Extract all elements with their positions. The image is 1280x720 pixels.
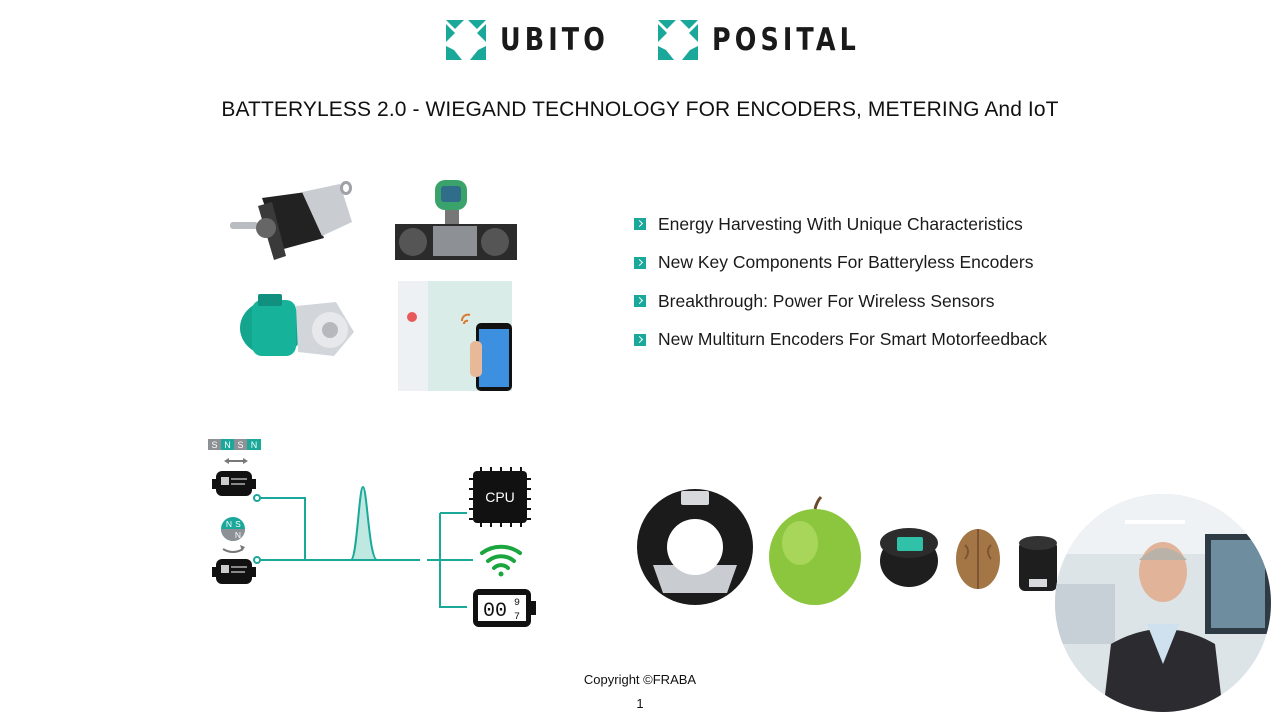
rotation-arrowhead-icon: [240, 545, 245, 551]
magnet-pole-label: N: [224, 440, 231, 450]
list-item: Energy Harvesting With Unique Characteri…: [634, 205, 1047, 244]
magnet-strip: S N S N: [208, 439, 261, 450]
list-item: New Key Components For Batteryless Encod…: [634, 244, 1047, 283]
mini-encoder-image: [1019, 536, 1057, 591]
cpu-label: CPU: [485, 489, 515, 505]
cpu-chip-icon: CPU: [469, 467, 531, 527]
compact-encoder-image: [880, 528, 938, 587]
chevron-bullet-icon: [634, 256, 646, 269]
product-size-comparison: [637, 489, 1057, 605]
magnet-pole-label: N: [235, 530, 241, 540]
magnet-pole-label: N: [251, 440, 258, 450]
posital-logo: POSITAL: [658, 18, 892, 62]
counter-digit-rolling: 7: [514, 612, 520, 623]
counter-digit-rolling: 9: [514, 598, 520, 609]
ubito-logo-text: UBITO: [500, 22, 609, 58]
magnet-pole-label: N: [226, 519, 232, 529]
ubito-logo-icon: [446, 20, 486, 60]
list-item-text: New Key Components For Batteryless Encod…: [658, 252, 1034, 273]
list-item-text: Energy Harvesting With Unique Characteri…: [658, 213, 1023, 234]
wiegand-sensor-chip: [212, 471, 256, 496]
page-number: 1: [636, 696, 644, 711]
feature-list: Energy Harvesting With Unique Characteri…: [634, 205, 1047, 359]
linear-motion-arrow-icon: [224, 458, 248, 464]
wiegand-diagram: S N S N N S N: [208, 439, 536, 627]
presenter-video: [1055, 494, 1271, 712]
voltage-pulse: [343, 485, 390, 561]
walnut-image: [956, 529, 1000, 589]
ubito-logo: UBITO: [446, 18, 633, 62]
flow-meter-image: [395, 180, 517, 260]
rotation-arrow-icon: [222, 548, 244, 553]
counter-display-icon: 00 9 7: [473, 589, 536, 627]
magnet-pole-label: S: [211, 440, 217, 450]
stepper-motor-image: [230, 181, 352, 260]
ring-encoder-image: [637, 489, 753, 605]
slide-title: BATTERYLESS 2.0 - WIEGAND TECHNOLOGY FOR…: [221, 98, 1059, 121]
green-apple-image: [769, 495, 861, 605]
chevron-bullet-icon: [634, 333, 646, 346]
counter-digits: 00: [483, 600, 507, 623]
wifi-icon: [480, 544, 522, 577]
chevron-bullet-icon: [634, 295, 646, 308]
chevron-bullet-icon: [634, 218, 646, 231]
wiegand-sensor-chip: [212, 559, 256, 584]
list-item-text: New Multiturn Encoders For Smart Motorfe…: [658, 329, 1048, 350]
list-item: New Multiturn Encoders For Smart Motorfe…: [634, 321, 1047, 360]
copyright-text: Copyright ©FRABA: [583, 672, 697, 687]
pump-motor-image: [240, 294, 354, 356]
magnet-pole-label: S: [235, 519, 241, 529]
posital-logo-icon: [658, 20, 698, 60]
signal-wires: [253, 494, 473, 608]
posital-logo-text: POSITAL: [712, 22, 860, 58]
smart-home-phone-image: [398, 281, 512, 391]
list-item-text: Breakthrough: Power For Wireless Sensors: [658, 290, 995, 311]
rotating-magnet: N S N: [221, 517, 245, 541]
list-item: Breakthrough: Power For Wireless Sensors: [634, 282, 1047, 321]
magnet-pole-label: S: [237, 440, 243, 450]
